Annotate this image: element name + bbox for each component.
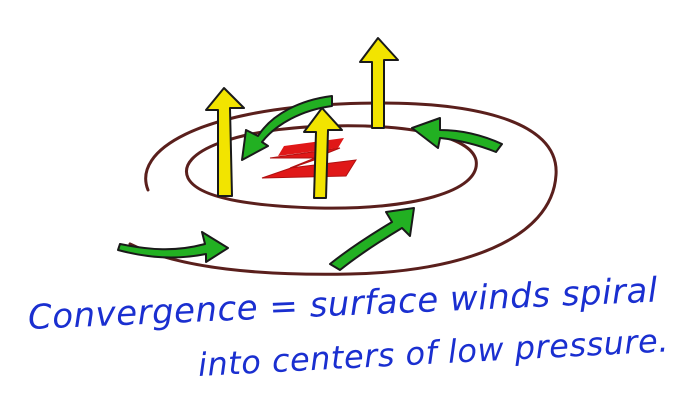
surface-wind-arrow-icon bbox=[241, 95, 333, 161]
surface-wind-arrow-icon bbox=[329, 207, 415, 271]
low-pressure-z-icon bbox=[261, 138, 357, 179]
rising-air-arrow-icon bbox=[205, 87, 245, 197]
surface-wind-arrow-icon bbox=[117, 231, 229, 263]
rising-air-arrow-icon bbox=[359, 37, 399, 129]
rising-air-arrow-icon bbox=[303, 107, 343, 199]
surface-wind-arrow-icon bbox=[411, 117, 503, 153]
